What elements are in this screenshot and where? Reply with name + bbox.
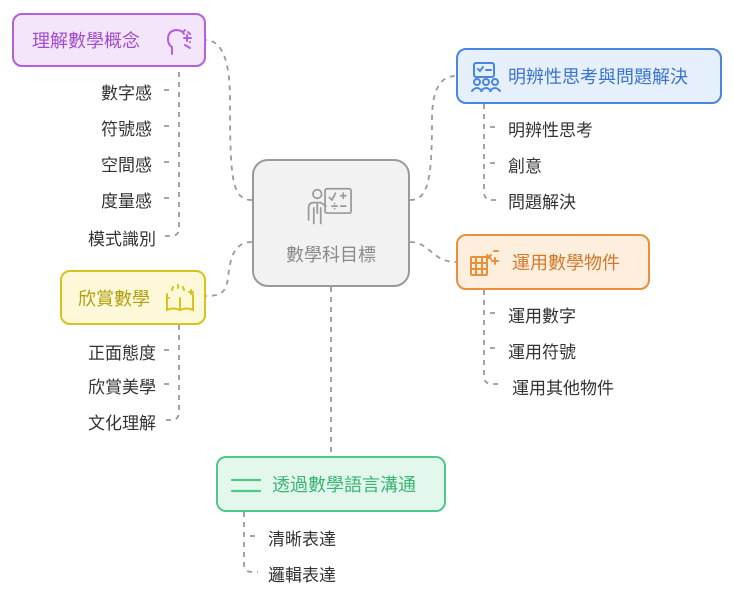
thinking-item-2: 問題解決 [508,193,576,213]
objects-item-2: 運用其他物件 [512,379,614,399]
brain-icon [166,28,192,55]
branch-concepts-label: 理解數學概念 [32,31,140,52]
appreciation-item-0: 正面態度 [88,344,156,364]
concepts-item-3: 度量感 [101,192,152,212]
concepts-item-4: 模式識別 [88,230,156,250]
center-node[interactable]: 數學科目標 [252,159,410,287]
language-item-1: 邏輯表達 [268,566,336,586]
branch-appreciation-label: 欣賞數學 [78,288,150,310]
branch-language[interactable]: 透過數學語言溝通 [216,456,446,512]
thinking-item-1: 創意 [508,157,542,177]
branch-thinking-label: 明辨性思考與問題解決 [508,67,688,88]
concepts-item-2: 空間感 [101,156,152,176]
center-label: 數學科目標 [286,245,376,266]
appreciation-item-1: 欣賞美學 [88,378,156,398]
text-lines-icon [230,478,262,493]
team-checklist-icon [471,62,501,92]
thinking-item-0: 明辨性思考 [508,121,593,141]
branch-language-label: 透過數學語言溝通 [272,475,416,496]
concepts-item-1: 符號感 [101,120,152,140]
branch-objects[interactable]: 運用數學物件 [456,234,650,290]
branch-concepts[interactable]: 理解數學概念 [12,13,206,67]
concepts-item-0: 數字感 [101,84,152,104]
language-item-0: 清晰表達 [268,530,336,550]
teacher-board-icon [307,187,352,225]
open-book-icon [166,284,194,312]
appreciation-item-2: 文化理解 [88,414,156,434]
branch-thinking[interactable]: 明辨性思考與問題解決 [456,48,722,104]
branch-objects-label: 運用數學物件 [512,253,620,274]
objects-item-1: 運用符號 [508,343,576,363]
objects-item-0: 運用數字 [508,307,576,327]
abacus-icon [470,250,499,276]
branch-appreciation[interactable]: 欣賞數學 [60,270,206,325]
